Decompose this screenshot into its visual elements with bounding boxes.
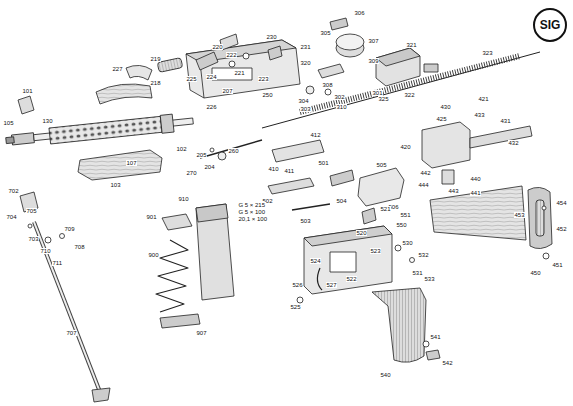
callout-number: 323 (482, 50, 493, 56)
callout-number: 307 (368, 38, 379, 44)
callout-number: 708 (74, 244, 85, 250)
callout-number: 452 (556, 226, 567, 232)
callout-number: G 5 × 100 (238, 209, 266, 215)
callout-number: 527 (326, 282, 337, 288)
callout-number: 227 (112, 66, 123, 72)
callout-number: 454 (556, 200, 567, 206)
callout-number: 523 (370, 248, 381, 254)
callout-number: 222 (226, 52, 237, 58)
callout-number: 442 (420, 170, 431, 176)
callout-number: 907 (196, 330, 207, 336)
callout-number: 321 (406, 42, 417, 48)
callout-number: 231 (300, 44, 311, 50)
callout-number: 130 (42, 118, 53, 124)
callout-number: 443 (448, 188, 459, 194)
callout-number: 220 (212, 44, 223, 50)
callout-number: 302 (334, 94, 345, 100)
callout-number: 526 (292, 282, 303, 288)
callout-number: 226 (206, 104, 217, 110)
callout-number: 103 (110, 182, 121, 188)
callout-number: 501 (318, 160, 329, 166)
callout-number: 303 (300, 106, 311, 112)
callout-number: 444 (418, 182, 429, 188)
callout-number: 550 (396, 222, 407, 228)
callout-number: 520 (356, 230, 367, 236)
callout-number: 441 (470, 190, 481, 196)
callout-number: 711 (52, 260, 63, 266)
callout-number: 325 (378, 96, 389, 102)
callout-number: 530 (402, 240, 413, 246)
callout-number: 219 (150, 56, 161, 62)
callout-number: 451 (552, 262, 563, 268)
callout-number: 207 (222, 88, 233, 94)
callout-number: 308 (322, 82, 333, 88)
callout-number: 205 (196, 152, 207, 158)
callout-number: 270 (186, 170, 197, 176)
callout-number: 525 (290, 304, 301, 310)
callout-number: 410 (268, 166, 279, 172)
callout-number: 230 (266, 34, 277, 40)
logo-circle: SIG (533, 8, 567, 42)
callout-number: 430 (440, 104, 451, 110)
callout-number: 425 (436, 116, 447, 122)
callout-number: 420 (400, 144, 411, 150)
callout-number: 204 (204, 164, 215, 170)
callout-number: 411 (284, 168, 295, 174)
callout-number: 224 (206, 74, 217, 80)
logo-text: SIG (540, 18, 561, 32)
callout-number: 433 (474, 112, 485, 118)
callout-number: 531 (412, 270, 423, 276)
callout-number: 322 (404, 92, 415, 98)
callout-number: 533 (424, 276, 435, 282)
callout-number: 540 (380, 372, 391, 378)
callout-number: 453 (514, 212, 525, 218)
callout-number: 304 (298, 98, 309, 104)
callout-number: 412 (310, 132, 321, 138)
callout-number: 521 (380, 206, 391, 212)
callout-number: 524 (310, 258, 321, 264)
callout-number: 704 (6, 214, 17, 220)
callout-number: 709 (64, 226, 75, 232)
callout-number: 705 (26, 208, 37, 214)
callout-number: 702 (8, 188, 19, 194)
callout-number: 900 (148, 252, 159, 258)
callout-number: 431 (500, 118, 511, 124)
callout-number: 225 (186, 76, 197, 82)
callout-number: 101 (22, 88, 33, 94)
callout-number: G 5 × 215 (238, 202, 266, 208)
callout-number: 260 (228, 148, 239, 154)
callout-number: 102 (176, 146, 187, 152)
callout-number: 305 (320, 30, 331, 36)
callout-number: 504 (336, 198, 347, 204)
callout-number: 107 (126, 160, 137, 166)
callout-number: 306 (354, 10, 365, 16)
callout-number: 440 (470, 176, 481, 182)
callout-number: 901 (146, 214, 157, 220)
callout-number: 320 (300, 60, 311, 66)
callout-number: 223 (258, 76, 269, 82)
callout-number: 250 (262, 92, 273, 98)
callout-number: 707 (66, 330, 77, 336)
callout-number: 703 (28, 236, 39, 242)
callout-number: 522 (346, 276, 357, 282)
callout-number: 532 (418, 252, 429, 258)
callout-number: 505 (376, 162, 387, 168)
callout-number: 450 (530, 270, 541, 276)
callout-number: 105 (3, 120, 14, 126)
callout-number: 910 (178, 196, 189, 202)
callout-number: 221 (234, 70, 245, 76)
callout-number: 542 (442, 360, 453, 366)
callout-number: 20,1 × 100 (238, 216, 268, 222)
callout-number: 541 (430, 334, 441, 340)
callout-number: 503 (300, 218, 311, 224)
callout-number: 432 (508, 140, 519, 146)
callout-number: 218 (150, 80, 161, 86)
callout-number: 421 (478, 96, 489, 102)
callout-number: 309 (368, 58, 379, 64)
callout-number: 310 (336, 104, 347, 110)
callout-number: 710 (40, 248, 51, 254)
callout-number: 551 (400, 212, 411, 218)
